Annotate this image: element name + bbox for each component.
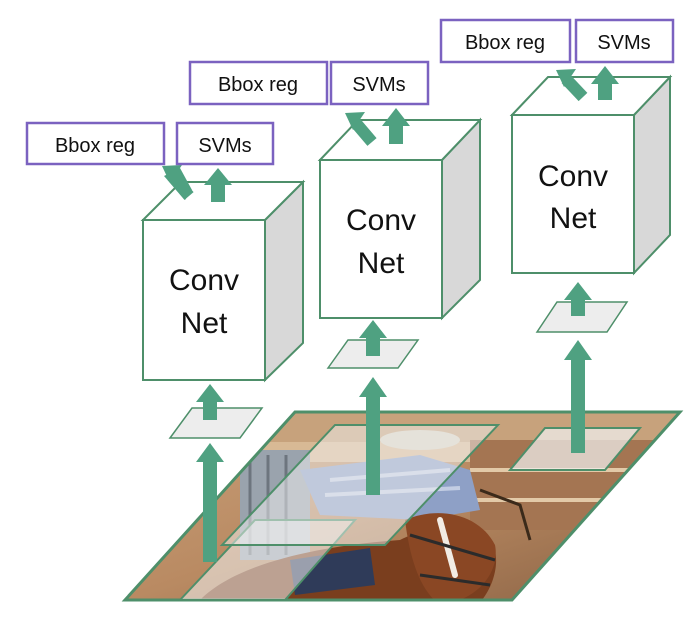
svms-box-2: SVMs — [329, 60, 430, 106]
arrow-region1-to-warp — [196, 443, 224, 562]
arrow-region2-to-warp — [359, 377, 387, 495]
warped-region-1 — [168, 407, 264, 439]
convnet-label-line2: Net — [181, 307, 228, 340]
bbox-reg-box-2: Bbox reg — [188, 60, 329, 106]
convnet-label-line1: Conv — [346, 204, 416, 237]
bbox-reg-label-3: Bbox reg — [465, 32, 545, 54]
convnet-cube-1: Conv Net — [140, 179, 306, 383]
convnet-cube-3: Conv Net — [509, 74, 673, 276]
svms-label-3: SVMs — [597, 32, 650, 54]
arrow-up-svm-1 — [204, 168, 232, 202]
arrow-warp1-to-convnet — [196, 384, 224, 420]
svms-box-3: SVMs — [574, 18, 675, 64]
svms-label-2: SVMs — [352, 74, 405, 96]
arrow-diag-bbox-2 — [345, 112, 377, 146]
arrow-up-svm-3 — [591, 66, 619, 100]
svms-label-1: SVMs — [198, 135, 251, 157]
bbox-reg-label-1: Bbox reg — [55, 135, 135, 157]
arrow-diag-bbox-3 — [556, 69, 588, 102]
region-proposal-2 — [219, 424, 501, 546]
svms-box-1: SVMs — [175, 121, 275, 166]
bbox-reg-box-1: Bbox reg — [25, 121, 166, 166]
bbox-reg-box-3: Bbox reg — [439, 18, 572, 64]
arrow-diag-bbox-1 — [162, 165, 194, 200]
convnet-cube-2: Conv Net — [317, 117, 483, 321]
convnet-label-line2: Net — [358, 247, 405, 280]
bbox-reg-label-2: Bbox reg — [218, 74, 298, 96]
convnet-label-line2: Net — [550, 202, 597, 235]
convnet-label-line1: Conv — [538, 160, 608, 193]
arrow-region3-to-warp — [564, 340, 592, 453]
convnet-label-line1: Conv — [169, 264, 239, 297]
arrow-warp3-to-convnet — [564, 282, 592, 316]
warped-region-3 — [535, 301, 629, 333]
arrow-warp2-to-convnet — [359, 320, 387, 356]
arrow-up-svm-2 — [382, 108, 410, 144]
